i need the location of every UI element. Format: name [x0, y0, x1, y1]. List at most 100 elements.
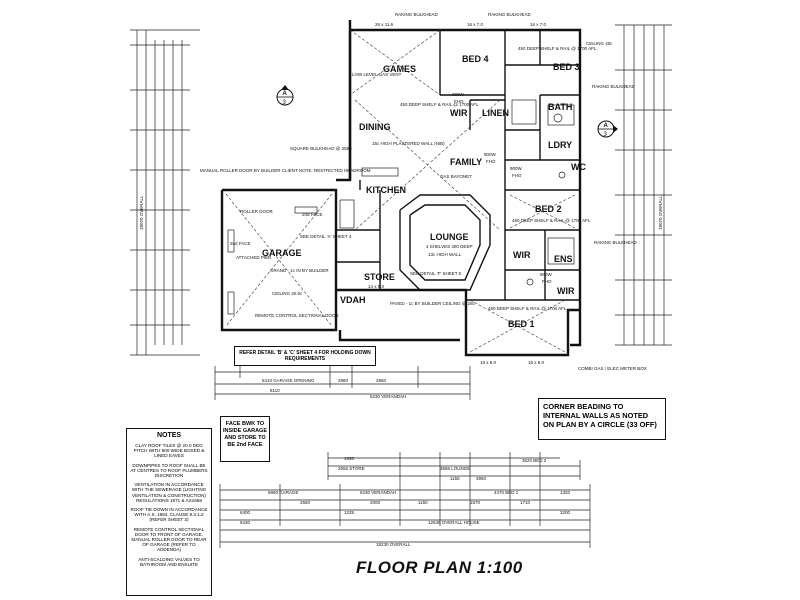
note-item: Roof tie down in accordance with A.S. 16… [130, 507, 208, 523]
note-item: Remote control sectional door to front o… [131, 526, 207, 553]
svg-text:2000: 2000 [370, 500, 381, 505]
svg-text:RAKING BULKHEAD: RAKING BULKHEAD [488, 12, 532, 17]
svg-text:13c HIGH WALL: 13c HIGH WALL [428, 252, 462, 257]
room-bed2: BED 2 [535, 204, 562, 214]
svg-text:3: 3 [604, 132, 608, 138]
svg-text:FHO: FHO [454, 99, 464, 104]
svg-text:CEILING 40.5c: CEILING 40.5c [272, 291, 303, 296]
svg-text:COMBI GAS / ELEC METER BOX: COMBI GAS / ELEC METER BOX [578, 366, 647, 371]
svg-text:6430: 6430 [240, 520, 251, 525]
svg-text:16 x 6.0: 16 x 6.0 [528, 360, 545, 365]
svg-text:3686 LOUNGE: 3686 LOUNGE [440, 466, 470, 471]
corner-beading-box: CORNER BEADING TO INTERNAL WALLS AS NOTE… [538, 398, 666, 440]
svg-text:SEE DETAIL 'A' SHEET 4: SEE DETAIL 'A' SHEET 4 [300, 234, 352, 239]
svg-text:4 SHELVES 400 DEEP: 4 SHELVES 400 DEEP [426, 244, 472, 249]
fixtures [227, 99, 575, 315]
room-vdah: VDAH [340, 295, 366, 305]
upper-dimension-strings [214, 366, 471, 400]
room-bed3: BED 3 [553, 62, 580, 72]
svg-text:18230 OVERALL: 18230 OVERALL [376, 542, 411, 547]
svg-text:GAS BAYONET: GAS BAYONET [440, 174, 472, 179]
svg-text:FHO: FHO [486, 159, 496, 164]
svg-text:1320: 1320 [560, 490, 571, 495]
svg-text:2nd FACE: 2nd FACE [302, 212, 323, 217]
room-bed4: BED 4 [462, 54, 489, 64]
room-wir-bed4: WIR [450, 108, 468, 118]
svg-text:900W: 900W [484, 152, 497, 157]
lower-dimension-labels: 2555 STORE 3686 LOUNGE 3620 BED 2 5860 G… [240, 456, 571, 547]
room-games: GAMES [383, 64, 416, 74]
room-bath: BATH [548, 102, 572, 112]
svg-text:900W: 900W [540, 272, 553, 277]
svg-text:900W: 900W [510, 166, 523, 171]
svg-text:16 x 7.0: 16 x 7.0 [467, 22, 484, 27]
svg-text:3950: 3950 [476, 476, 487, 481]
overall-left-label: 18070 OVERALL [139, 195, 144, 230]
svg-text:450 DEEP SHELF & RAIL @ 1700 A: 450 DEEP SHELF & RAIL @ 1700 AFL [488, 306, 567, 311]
dim-verandah: 6230 VERANDAH [370, 394, 406, 399]
exterior-walls [220, 20, 582, 357]
svg-text:1150: 1150 [418, 500, 428, 505]
svg-text:5860 GARAGE: 5860 GARAGE [268, 490, 299, 495]
svg-text:450 DEEP SHELF & RAIL @ 1700 A: 450 DEEP SHELF & RAIL @ 1700 AFL [400, 102, 479, 107]
dim-8110: 8110 [270, 388, 280, 393]
right-dimension-strings [615, 24, 672, 346]
svg-text:PAVED - 1c BY BUILDER CEILING: PAVED - 1c BY BUILDER CEILING @ 28c [390, 301, 476, 306]
room-wc: WC [571, 162, 586, 172]
lower-dimension-strings [219, 452, 591, 548]
annotations: LOW LEVEL GAS VENT RAKING BULKHEAD RAKIN… [200, 12, 647, 371]
section-marker-top: A 3 [276, 85, 294, 106]
room-linen: LINEN [482, 108, 509, 118]
svg-text:1225: 1225 [344, 510, 355, 515]
notes-heading: NOTES [156, 432, 182, 439]
svg-text:3: 3 [283, 100, 287, 106]
room-family: FAMILY [450, 157, 482, 167]
note-item: Ventilation in accordance with the Sewer… [131, 482, 207, 503]
note-item: Clay roof tiles @ 20.0 deg pitch with 60… [133, 443, 205, 459]
svg-text:2nd FACE: 2nd FACE [230, 241, 251, 246]
svg-text:15c HIGH PLASTERED WALL (NIB): 15c HIGH PLASTERED WALL (NIB) [372, 141, 445, 146]
svg-text:12630 OVERALL HOUSE: 12630 OVERALL HOUSE [428, 520, 480, 525]
svg-text:4470 BED 1: 4470 BED 1 [494, 490, 519, 495]
svg-text:2555 STORE: 2555 STORE [338, 466, 365, 471]
svg-text:RAKING BULKHEAD: RAKING BULKHEAD [395, 12, 439, 17]
left-dimension-strings [130, 29, 200, 356]
section-marker-right: A 3 [597, 120, 618, 138]
overall-right-label: 18070 OVERALL [658, 195, 663, 230]
svg-text:REMOTE CONTROL SECTIONAL DOOR: REMOTE CONTROL SECTIONAL DOOR [255, 313, 339, 318]
svg-text:A: A [604, 123, 609, 129]
room-dining: DINING [359, 122, 391, 132]
page-title: FLOOR PLAN 1:100 [356, 558, 523, 577]
svg-text:MANUAL ROLLER DOOR BY BUILDER: MANUAL ROLLER DOOR BY BUILDER CLIENT NOT… [200, 168, 371, 173]
svg-text:18 x 6.0: 18 x 6.0 [480, 360, 497, 365]
room-lounge: LOUNGE [430, 232, 469, 242]
room-wir-bed2: WIR [513, 250, 531, 260]
svg-text:SEE DETAIL 'F' SHEET 6: SEE DETAIL 'F' SHEET 6 [410, 271, 462, 276]
notes-box: NOTES Clay roof tiles @ 20.0 deg pitch w… [126, 428, 212, 596]
svg-text:GRAND - 1c IN BY BUILDER: GRAND - 1c IN BY BUILDER [270, 268, 329, 273]
svg-text:26 x 11.6: 26 x 11.6 [375, 22, 394, 27]
face-brickwork-box: FACE BWK TO INSIDE GARAGE AND STORE TO B… [220, 416, 270, 462]
refer-detail-box: REFER DETAIL 'B' & 'C' SHEET 4 FOR HOLDI… [234, 346, 376, 366]
svg-text:3620 BED 2: 3620 BED 2 [522, 458, 547, 463]
svg-text:450 DEEP SHELF & RAIL @ 1700 A: 450 DEEP SHELF & RAIL @ 1700 AFL [518, 46, 597, 51]
room-wir-bed1: WIR [557, 286, 575, 296]
svg-text:CEILING 40c: CEILING 40c [586, 41, 613, 46]
room-store: STORE [364, 272, 395, 282]
svg-text:16 x 7.0: 16 x 7.0 [530, 22, 547, 27]
room-ens: ENS [554, 254, 573, 264]
svg-text:6400: 6400 [240, 510, 251, 515]
dim-garage-opening: 6410 GARAGE OPENING [262, 378, 315, 383]
dim-2960: 2960 [338, 378, 349, 383]
note-item: Anti-scalding valves to bathroom and ens… [138, 556, 200, 567]
svg-text:FHO: FHO [542, 279, 552, 284]
svg-text:1570: 1570 [470, 500, 481, 505]
room-ldry: LDRY [548, 140, 572, 150]
svg-text:ATTACHED PIER: ATTACHED PIER [236, 255, 272, 260]
svg-text:LOW LEVEL GAS VENT: LOW LEVEL GAS VENT [352, 72, 402, 77]
svg-text:RAKING BULKHEAD: RAKING BULKHEAD [592, 84, 636, 89]
svg-text:1710: 1710 [520, 500, 531, 505]
svg-text:RAKING BULKHEAD: RAKING BULKHEAD [594, 240, 638, 245]
svg-text:3200: 3200 [560, 510, 571, 515]
